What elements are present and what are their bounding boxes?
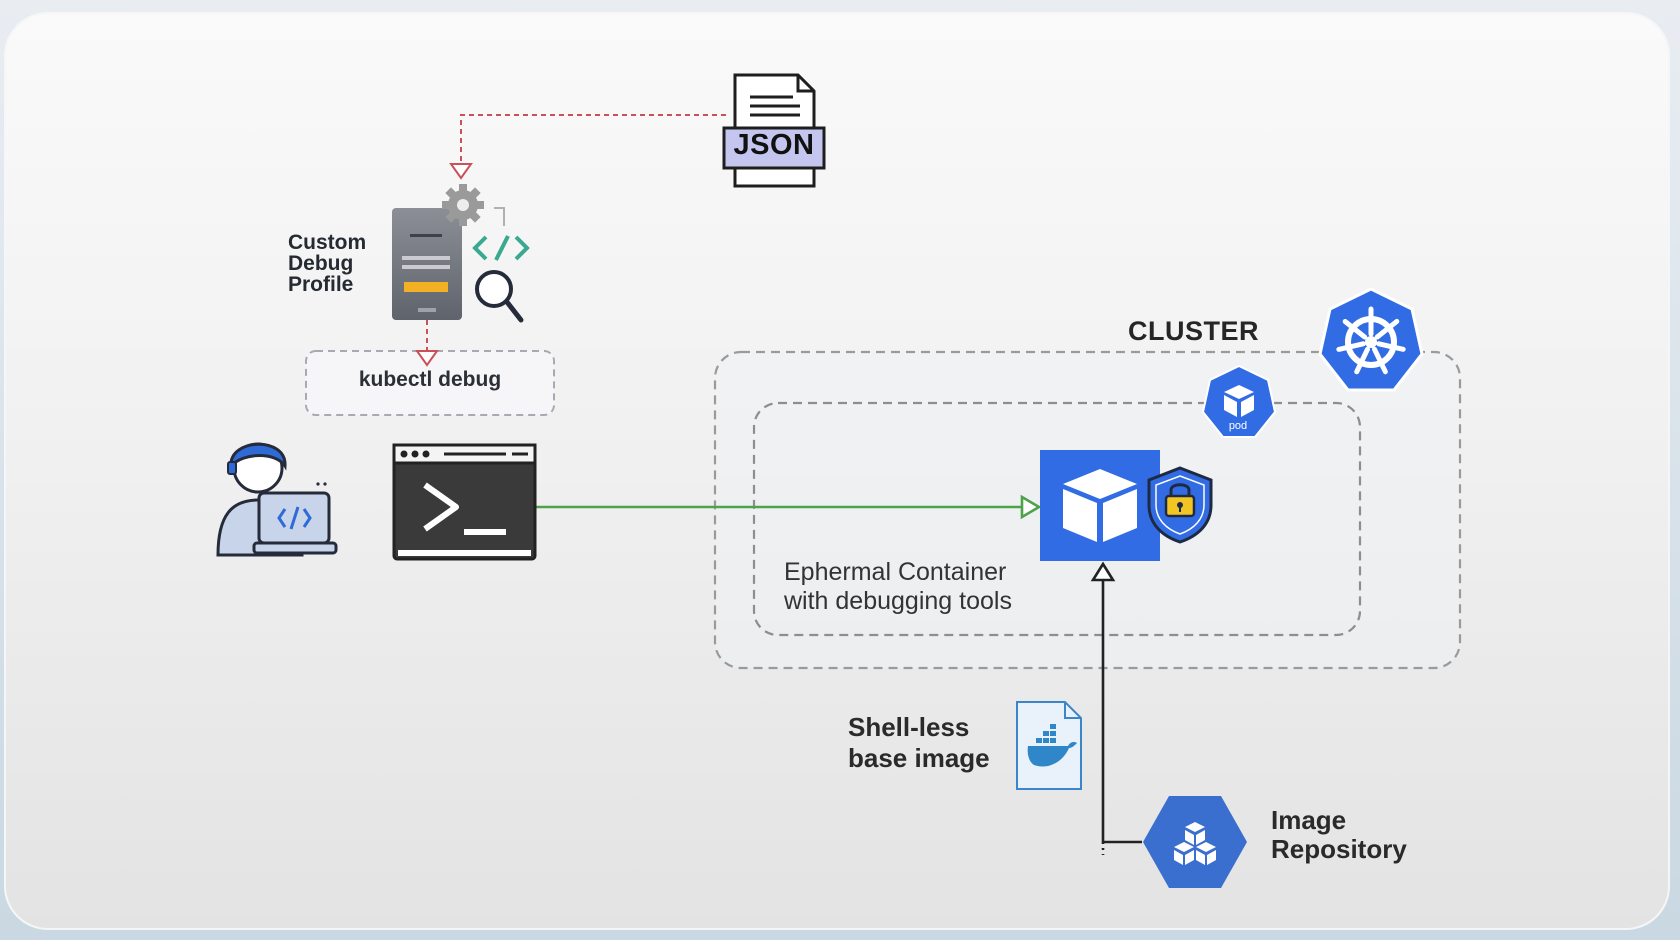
ephemeral-label-line-1: Ephermal Container [784, 558, 1007, 586]
ephemeral-container-label: Ephermal Container with debugging tools [784, 558, 1012, 616]
kubernetes-wheel-icon [1318, 287, 1424, 392]
image-repository-icon [1143, 796, 1247, 888]
security-shield-lock-icon [1147, 466, 1213, 544]
server-gear-code-icon [392, 184, 530, 323]
ephemeral-label-line-2: with debugging tools [784, 587, 1012, 615]
base-image-line-2: base image [848, 743, 990, 773]
cluster-label: CLUSTER [1128, 316, 1259, 346]
docker-file-icon [1016, 701, 1082, 790]
custom-debug-profile-label: Custom Debug Profile [288, 232, 366, 295]
image-repository-label: Image Repository [1271, 806, 1407, 864]
debug-profile-line-2: Debug [288, 252, 354, 275]
json-file-icon [722, 73, 826, 188]
json-label: JSON [733, 129, 815, 161]
pod-label: pod [1228, 420, 1248, 432]
repository-line-2: Repository [1271, 834, 1407, 864]
developer-laptop-icon [216, 442, 338, 557]
container-cube-icon[interactable] [1040, 450, 1160, 561]
base-image-line-1: Shell-less [848, 712, 970, 742]
profile-to-kubectl-connector [415, 320, 439, 367]
pod-boundary [752, 401, 1362, 637]
terminal-to-container-arrow [535, 494, 1042, 520]
terminal-icon[interactable] [392, 443, 537, 561]
shell-less-base-image-label: Shell-less base image [848, 712, 990, 774]
json-to-profile-connector [449, 114, 726, 180]
pod-cube-icon [1201, 364, 1277, 438]
repository-to-container-arrow [1090, 561, 1142, 855]
repository-line-1: Image [1271, 805, 1347, 835]
kubectl-debug-label: kubectl debug [358, 368, 502, 391]
debug-profile-line-1: Custom [288, 231, 367, 254]
debug-profile-line-3: Profile [288, 273, 354, 296]
